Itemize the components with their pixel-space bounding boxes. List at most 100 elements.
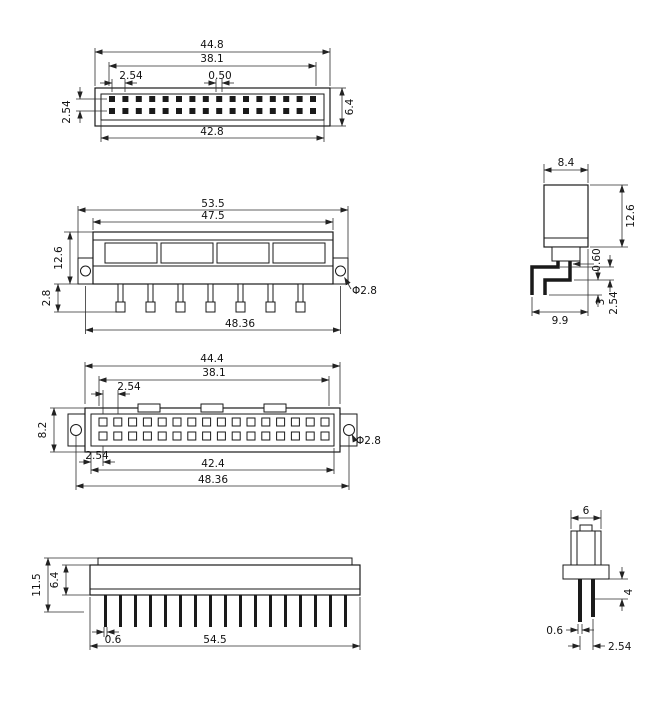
male-pin-contact [229,96,236,102]
view-female-ra-side: 8.4 12.6 0.60 3 2.54 9.9 [530,157,637,327]
solder-pins [104,595,347,627]
dim-edge-offset: 2.54 [85,450,109,462]
end-housing [570,530,602,566]
dim-pitch: 2.54 [117,381,141,393]
socket-contact-hole [216,417,226,427]
side-housing [543,184,589,248]
side-rear-block [551,246,581,262]
socket-contact-hole [276,431,286,441]
dim-overall-width: 53.5 [201,198,224,210]
dim-overall-length: 54.5 [203,634,226,646]
socket-contact-hole [187,431,197,441]
dim-insulator-width: 42.8 [200,126,223,138]
male-pin-contact [296,108,303,114]
male-pin-contact [243,108,249,114]
socket-contact-hole [202,431,212,441]
socket-contact-hole [113,431,123,441]
solder-pin [344,595,347,627]
socket-contact-hole [98,417,108,427]
view-male-front: 44.8 38.1 2.54 0.50 6.4 2.54 42.8 [61,39,356,142]
dim-pitch: 2.54 [119,70,143,82]
dim-tail-length: 2.8 [41,290,53,307]
dim-pin-pitch: 2.54 [608,641,632,653]
solder-tail-foot [175,301,186,313]
mounting-hole-left [80,265,91,277]
socket-contact-hole [320,417,330,427]
socket-contact-hole [142,431,152,441]
male-pin-contact [109,96,115,102]
socket-contact-hole [290,417,300,427]
socket-contact-hole [276,417,286,427]
male-pin-contact [256,108,263,114]
male-pin-contact [176,108,182,114]
dim-pin-field: 38.1 [202,367,225,379]
end-pin-right [591,579,595,617]
polarization-slot [200,403,224,413]
female-housing [84,407,341,453]
dim-total-height: 11.5 [31,573,43,596]
male-pin-contact [162,108,169,114]
solder-pin [149,595,152,627]
bent-pin-lower [543,261,572,295]
dim-row-pitch: 2.54 [608,291,620,315]
view-male-end: 6 4 0.6 2.54 [546,505,635,653]
socket-contact-hole [202,417,212,427]
solder-pin [329,595,332,627]
dimension-lines [77,49,345,141]
solder-pin [269,595,272,627]
solder-tail [297,283,304,303]
dim-body-depth: 8.4 [558,157,575,169]
dim-hole-dia: Φ2.8 [352,285,377,297]
bent-pin-upper [530,261,560,295]
socket-row-bottom [98,431,330,441]
end-nub [579,524,593,532]
male-pin-contact [189,96,196,102]
dim-hole-span: 48.36 [225,318,255,330]
socket-contact-hole [157,417,167,427]
solder-tails [117,283,304,303]
dimension-lines [45,557,361,649]
solder-tail [267,283,274,303]
socket-contact-hole [261,417,271,427]
solder-pin [299,595,302,627]
solder-pin [239,595,242,627]
dim-tip-length: 3 [595,299,607,306]
solder-pin [314,595,317,627]
male-pin-contact [122,108,129,114]
dim-overall-width: 44.4 [200,353,224,365]
solder-pin [194,595,197,627]
solder-tail-feet [115,301,306,313]
socket-contact-hole [231,431,241,441]
solder-tail [177,283,184,303]
solder-pin [209,595,212,627]
housing-segments [104,242,326,264]
male-pin-contact [202,96,209,102]
male-pin-contact [296,96,303,102]
dim-bend-depth: 9.9 [552,315,569,327]
end-flange [562,564,610,580]
solder-tail [147,283,154,303]
socket-contact-hole [246,417,256,427]
socket-contact-hole [128,417,138,427]
housing-segment [216,242,270,264]
male-pin-contact [176,96,182,102]
male-pin-contact [256,96,263,102]
polarization-slot [263,403,287,413]
housing-segment [272,242,326,264]
dim-body-width: 6 [583,505,590,517]
dim-height: 8.2 [37,422,49,439]
dim-row-pitch: 2.54 [61,100,73,124]
male-pin-contact [310,108,316,114]
solder-pin [134,595,137,627]
dimension-lines [566,515,625,649]
socket-contact-hole [231,417,241,427]
dimension-lines [55,207,352,333]
socket-contact-hole [98,431,108,441]
male-pin-contact [269,108,276,114]
male-pin-contact [283,108,290,114]
socket-contact-hole [172,431,182,441]
solder-tail [237,283,244,303]
dim-overall-width: 44.8 [200,39,223,51]
socket-contact-hole [305,417,315,427]
